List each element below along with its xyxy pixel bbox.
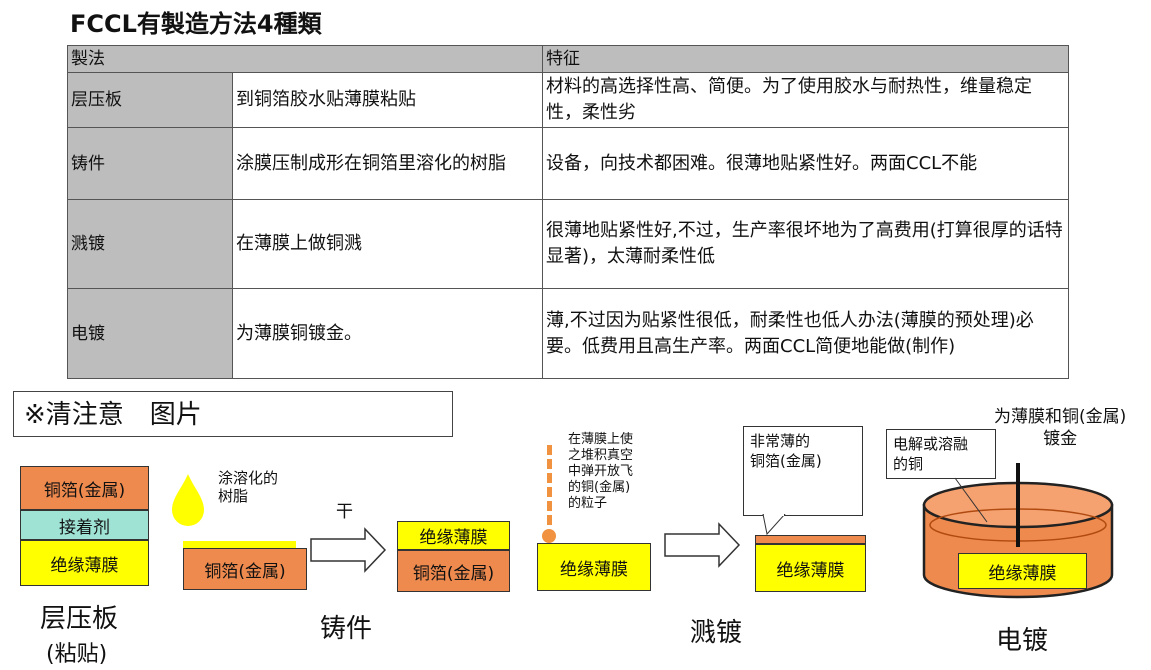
- row-method: 溅镀: [67, 199, 233, 289]
- row-process: 到铜箔胶水贴薄膜粘贴: [232, 72, 543, 128]
- casting-foil-after: 铜箔(金属): [397, 550, 510, 592]
- row-feature: 薄,不过因为贴紧性很低，耐柔性也低人办法(薄膜的预处理)必要。低费用且高生产率。…: [542, 288, 1069, 379]
- particle-stream: [547, 445, 552, 525]
- callout-pointer-icon: [954, 477, 988, 523]
- laminate-adhesive-layer: 接着剂: [20, 510, 149, 540]
- table-row: 铸件 涂膜压制成形在铜箔里溶化的树脂 设备，向技术都困难。很薄地贴紧性好。两面C…: [67, 127, 1069, 200]
- casting-caption: 铸件: [320, 614, 373, 644]
- row-process: 在薄膜上做铜溅: [232, 199, 543, 289]
- table-header-row: 製法 特征: [67, 45, 1069, 73]
- row-process: 为薄膜铜镀金。: [232, 288, 543, 379]
- sputter-copper-layer: [755, 535, 866, 544]
- table-row: 电镀 为薄膜铜镀金。 薄,不过因为贴紧性很低，耐柔性也低人办法(薄膜的预处理)必…: [67, 288, 1069, 379]
- note-box: ※清注意 图片: [13, 391, 453, 437]
- resin-coat-layer: [183, 541, 296, 548]
- resin-drop-icon: [172, 474, 204, 526]
- dry-label: 干: [336, 502, 353, 522]
- row-feature: 材料的高选择性高、简便。为了使用胶水与耐热性，维量稳定性，柔性劣: [542, 72, 1069, 128]
- casting-foil-before: 铜箔(金属): [183, 548, 307, 590]
- process-arrow-icon: [310, 527, 387, 573]
- row-method: 铸件: [67, 127, 233, 200]
- particle-icon: [542, 529, 556, 543]
- row-method: 层压板: [67, 72, 233, 128]
- methods-table: 製法 特征 层压板 到铜箔胶水贴薄膜粘贴 材料的高选择性高、简便。为了使用胶水与…: [67, 45, 1069, 379]
- casting-film-layer: 绝缘薄膜: [397, 521, 510, 550]
- page-title: FCCL有製造方法4種類: [70, 10, 322, 38]
- laminate-caption: 层压板: [40, 604, 119, 634]
- laminate-subcaption: (粘贴): [46, 642, 108, 667]
- row-feature: 设备，向技术都困难。很薄地贴紧性好。两面CCL不能: [542, 127, 1069, 200]
- table-row: 溅镀 在薄膜上做铜溅 很薄地贴紧性好,不过，生产率很坏地为了高费用(打算很厚的话…: [67, 199, 1069, 289]
- plating-caption: 电镀: [996, 626, 1049, 656]
- row-feature: 很薄地贴紧性好,不过，生产率很坏地为了高费用(打算很厚的话特显著)，太薄耐柔性低: [542, 199, 1069, 289]
- header-method: 製法: [67, 45, 543, 73]
- header-feature: 特征: [542, 45, 1069, 73]
- process-arrow-icon: [664, 522, 741, 568]
- plating-film: 绝缘薄膜: [958, 553, 1087, 589]
- row-process: 涂膜压制成形在铜箔里溶化的树脂: [232, 127, 543, 200]
- sputter-callout: 非常薄的 铜箔(金属): [743, 426, 863, 516]
- sputter-caption: 溅镀: [690, 618, 743, 648]
- laminate-film-layer: 绝缘薄膜: [20, 540, 149, 586]
- plating-top-label: 为薄膜和铜(金属) 镀金: [994, 407, 1127, 449]
- laminate-copper-layer: 铜箔(金属): [20, 466, 149, 510]
- sputter-film-after: 绝缘薄膜: [755, 544, 866, 592]
- row-method: 电镀: [67, 288, 233, 379]
- particle-label: 在薄膜上使 之堆积真空 中弹开放飞 的铜(金属) 的粒子: [568, 432, 634, 511]
- plating-callout: 电解或溶融 的铜: [886, 429, 996, 479]
- sputter-film-before: 绝缘薄膜: [537, 543, 651, 591]
- callout-tail-icon: [762, 514, 786, 536]
- resin-label: 涂溶化的 树脂: [218, 469, 279, 505]
- table-row: 层压板 到铜箔胶水贴薄膜粘贴 材料的高选择性高、简便。为了使用胶水与耐热性，维量…: [67, 72, 1069, 128]
